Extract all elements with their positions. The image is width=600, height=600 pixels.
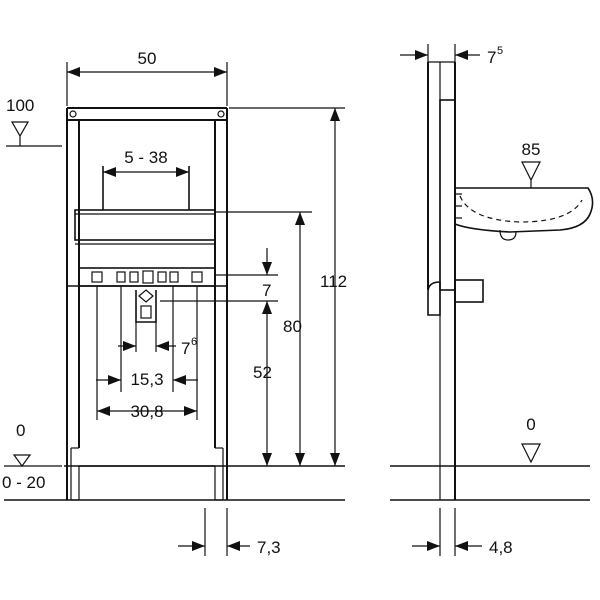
dim-side-foot: 4,8 bbox=[412, 508, 513, 557]
total-height-label: 112 bbox=[320, 272, 347, 291]
frame-top-rail bbox=[67, 107, 227, 121]
dim-side-depth: 7 5 bbox=[400, 44, 503, 67]
foot-width-label: 7,3 bbox=[257, 538, 281, 557]
drain-trap bbox=[135, 289, 157, 323]
dim-7-6: 7 6 bbox=[118, 322, 197, 358]
side-frame-column bbox=[427, 61, 456, 500]
dim-80-label: 80 bbox=[283, 317, 302, 336]
frame-right-post bbox=[214, 108, 228, 501]
fitting-rail bbox=[67, 267, 227, 287]
adjust-range-label: 5 - 38 bbox=[124, 148, 167, 167]
level-top-label: 100 bbox=[6, 96, 34, 115]
spacing-30-8-label: 30,8 bbox=[130, 402, 163, 421]
basin-level-label: 85 bbox=[522, 140, 541, 159]
side-depth-sup: 5 bbox=[497, 45, 503, 57]
front-view: 50 100 5 - 38 112 bbox=[2, 49, 347, 557]
side-view: 7 5 85 bbox=[390, 44, 594, 557]
basin-bracket-plate bbox=[74, 209, 216, 245]
dim-7-6-sup: 6 bbox=[191, 336, 197, 348]
dim-7-label: 7 bbox=[262, 281, 271, 300]
spacing-15-3-label: 15,3 bbox=[130, 370, 163, 389]
top-width-label: 50 bbox=[138, 49, 157, 68]
dim-30-8: 30,8 bbox=[96, 286, 198, 421]
side-connector bbox=[454, 279, 484, 303]
adjustable-crossbar bbox=[102, 166, 190, 210]
level-85-marker: 85 bbox=[521, 140, 541, 188]
dim-15-3: 15,3 bbox=[96, 286, 198, 392]
level-zero-label: 0 bbox=[16, 421, 25, 440]
side-level-0-marker: 0 bbox=[521, 415, 541, 464]
frame-left-post bbox=[66, 108, 80, 501]
washbasin bbox=[454, 187, 594, 241]
dim-7-6-label: 7 bbox=[181, 339, 190, 358]
level-100-marker: 100 bbox=[6, 96, 62, 147]
dim-7: 7 bbox=[160, 248, 278, 316]
dim-52-label: 52 bbox=[253, 363, 272, 382]
side-level-zero-label: 0 bbox=[526, 415, 535, 434]
dim-total-height: 112 bbox=[229, 107, 347, 466]
dim-52: 52 bbox=[253, 316, 272, 466]
side-depth-label: 7 bbox=[487, 48, 496, 67]
side-foot-label: 4,8 bbox=[489, 538, 513, 557]
level-0-marker: 0 0 - 20 bbox=[2, 421, 62, 492]
floor-range-label: 0 - 20 bbox=[2, 473, 45, 492]
dim-foot-width: 7,3 bbox=[178, 508, 281, 557]
dim-top-width: 50 bbox=[66, 49, 228, 106]
side-trap bbox=[427, 281, 441, 316]
dim-80: 80 bbox=[215, 211, 312, 466]
dim-adjust-range: 5 - 38 bbox=[103, 148, 189, 177]
